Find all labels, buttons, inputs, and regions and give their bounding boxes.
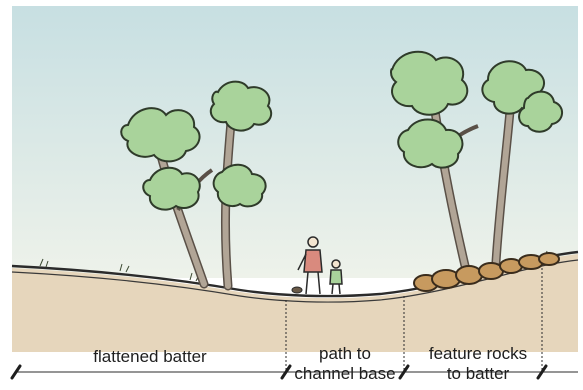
zone-label-line: path to [283,344,407,364]
sky [12,6,578,278]
zone-label-line: to batter [406,364,550,384]
zone-label-line: channel base [283,364,407,384]
zone-label-path-to-channel-base: path to channel base [283,344,407,384]
zone-label-feature-rocks-to-batter: feature rocks to batter [406,344,550,384]
zone-label-line: flattened batter [30,347,270,367]
dog-icon [292,287,302,293]
zone-label-flattened-batter: flattened batter [30,347,270,367]
zone-label-line: feature rocks [406,344,550,364]
child-icon [330,260,342,294]
